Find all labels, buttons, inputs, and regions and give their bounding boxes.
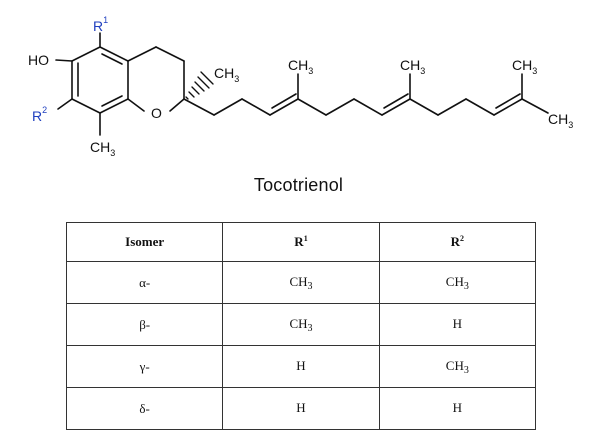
r2-cell: H: [378, 303, 537, 346]
header-r1: R1: [222, 222, 380, 262]
r1-cell: CH3: [222, 303, 380, 346]
isomer-table-container: Isomer R1 R2 α- CH3 CH3 β- CH3 H γ- H CH…: [65, 222, 537, 430]
figure-title: Tocotrienol: [253, 175, 344, 195]
structure-drawing: HO R1 R2 O CH3 CH3 CH3 CH3 CH3 CH3: [28, 15, 573, 158]
bond-lines: [55, 32, 549, 136]
table-row-delta: δ- H H: [65, 387, 537, 430]
isomer-table: Isomer R1 R2 α- CH3 CH3 β- CH3 H γ- H CH…: [65, 222, 537, 430]
stereo-hash-bond: [185, 71, 214, 100]
table-row-alpha: α- CH3 CH3: [65, 261, 537, 304]
isomer-cell: α-: [65, 261, 224, 304]
tocotrienol-structure: HO R1 R2 O CH3 CH3 CH3 CH3 CH3 CH3: [0, 0, 597, 205]
r2-cell: CH3: [378, 345, 537, 388]
r2-cell: CH3: [378, 261, 537, 304]
isomer-cell: γ-: [65, 345, 224, 388]
hydroxyl-label: HO: [28, 52, 49, 68]
table-row-beta: β- CH3 H: [65, 303, 537, 346]
r2-label: R2: [32, 105, 47, 124]
table-header-row: Isomer R1 R2: [65, 222, 537, 262]
r1-cell: H: [222, 387, 380, 430]
header-isomer: Isomer: [65, 222, 224, 262]
chain-methyl-label-1: CH3: [288, 57, 313, 76]
r1-cell: H: [222, 345, 380, 388]
isomer-cell: δ-: [65, 387, 224, 430]
table-row-gamma: γ- H CH3: [65, 345, 537, 388]
terminal-methyl-label: CH3: [548, 111, 573, 130]
ring-oxygen-label: O: [151, 105, 162, 121]
chiral-methyl-label: CH3: [214, 65, 239, 84]
aromatic-methyl-label: CH3: [90, 139, 115, 158]
r1-cell: CH3: [222, 261, 380, 304]
chain-methyl-label-2: CH3: [400, 57, 425, 76]
r1-label: R1: [93, 15, 108, 34]
chain-methyl-label-3: CH3: [512, 57, 537, 76]
r2-cell: H: [378, 387, 537, 430]
isomer-cell: β-: [65, 303, 224, 346]
header-r2: R2: [378, 222, 537, 262]
